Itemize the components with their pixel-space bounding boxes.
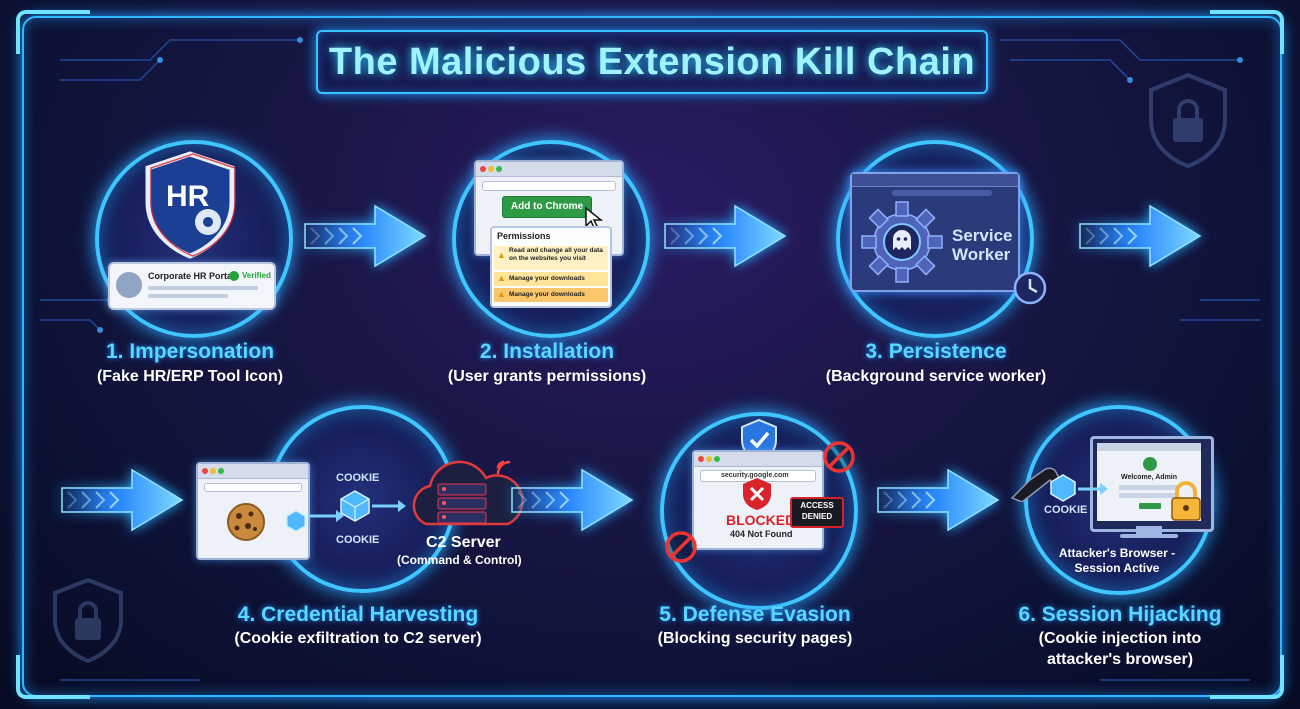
shield-lock-icon [1149, 72, 1227, 169]
address-bar [892, 190, 992, 196]
placeholder-line [148, 286, 258, 290]
permissions-title: Permissions [497, 231, 551, 241]
shield-lock-icon [53, 577, 123, 664]
address-bar [482, 181, 616, 191]
c2-server-sublabel: (Command & Control) [397, 553, 522, 567]
attacker-caption: Attacker's Browser - Session Active [1052, 546, 1182, 576]
permission-item: Read and change all your data on the web… [509, 247, 603, 262]
page-title: The Malicious Extension Kill Chain [328, 40, 976, 83]
attacker-monitor: Welcome, Admin [1090, 436, 1214, 532]
warning-icon: ▲ [497, 289, 506, 299]
outer-frame [22, 16, 1282, 697]
c2-cloud-server-icon [412, 460, 524, 526]
step5-subtitle: (Blocking security pages) [657, 630, 853, 647]
flow-arrow [1079, 204, 1202, 268]
step1-subtitle: (Fake HR/ERP Tool Icon) [96, 368, 284, 385]
portal-name: Corporate HR Portal [148, 271, 235, 281]
cookie-label-bottom: COOKIE [336, 534, 380, 546]
blocked-shield-icon [743, 478, 771, 510]
step3-title: 3. Persistence [865, 340, 1007, 363]
service-worker-label: Service Worker [952, 226, 1013, 264]
placeholder-line [148, 294, 228, 298]
permission-item: Manage your downloads [509, 291, 585, 298]
url-text: security.google.com [721, 472, 789, 479]
c2-server-label: C2 Server [426, 534, 501, 551]
warning-icon: ▲ [497, 273, 506, 283]
flow-arrow [511, 468, 634, 532]
cookie-icon [227, 503, 265, 541]
flow-arrow [877, 468, 1000, 532]
avatar [116, 272, 142, 298]
no-access-icon [665, 531, 697, 563]
corner-bracket [16, 655, 90, 699]
data-cube-icon [340, 490, 370, 522]
permission-item: Manage your downloads [509, 275, 585, 282]
padlock-icon [1171, 481, 1201, 521]
portal-card: Corporate HR Portal Verified [108, 262, 276, 310]
cookie-label: COOKIE [1044, 504, 1088, 516]
corner-bracket [1210, 655, 1284, 699]
step2-title: 2. Installation [479, 340, 615, 363]
flow-arrow [664, 204, 787, 268]
access-denied-badge: ACCESS DENIED [790, 497, 844, 528]
verified-label: Verified [242, 271, 271, 280]
step6-title: 6. Session Hijacking [1018, 603, 1222, 626]
add-to-chrome-button[interactable]: Add to Chrome [502, 196, 592, 218]
service-worker-line1: Service [952, 226, 1013, 245]
avatar [1143, 457, 1157, 471]
corner-bracket [16, 10, 90, 54]
monitor-stand [1136, 526, 1162, 534]
step4-title: 4. Credential Harvesting [237, 603, 479, 626]
permission-row [494, 288, 608, 302]
warning-icon: ▲ [497, 250, 506, 260]
attacker-caption-line1: Attacker's Browser - [1058, 546, 1176, 560]
corner-bracket [1210, 10, 1284, 54]
flow-arrow [61, 468, 184, 532]
data-cube-icon [286, 510, 306, 532]
monitor-base [1120, 534, 1178, 538]
step5-title: 5. Defense Evasion [659, 603, 851, 626]
flow-arrow [304, 204, 427, 268]
exfil-arrows [308, 500, 406, 522]
hr-badge-text: HR [166, 180, 210, 213]
step3-subtitle: (Background service worker) [825, 368, 1047, 385]
welcome-text: Welcome, Admin [1121, 474, 1178, 481]
cookie-label-top: COOKIE [336, 472, 380, 484]
step6-subtitle-line2: attacker's browser) [1046, 651, 1194, 668]
access-denied-line1: ACCESS [800, 501, 834, 510]
service-worker-line2: Worker [952, 245, 1011, 264]
hacker-hand-icon [1010, 467, 1061, 502]
clock-icon [1013, 271, 1047, 305]
not-found-label: 404 Not Found [730, 529, 793, 539]
permissions-panel: Permissions ▲ ▲ ▲ Read and change all yo… [490, 226, 612, 308]
blocked-label: BLOCKED [726, 512, 796, 528]
step6-subtitle: (Cookie injection into attacker's browse… [1000, 628, 1240, 670]
verified-check-icon [229, 271, 239, 281]
step4-subtitle: (Cookie exfiltration to C2 server) [234, 630, 482, 647]
no-access-icon [823, 441, 855, 473]
service-worker-window [850, 172, 1020, 292]
title-banner: The Malicious Extension Kill Chain [316, 30, 988, 94]
permission-row [494, 272, 608, 286]
step6-subtitle-line1: (Cookie injection into [1038, 630, 1202, 647]
gear-ghost-icon [861, 201, 943, 283]
step1-title: 1. Impersonation [105, 340, 275, 363]
step2-subtitle: (User grants permissions) [447, 368, 647, 385]
hr-shield-icon [145, 151, 236, 259]
permission-row [494, 246, 608, 270]
access-denied-line2: DENIED [801, 512, 833, 521]
inject-arrow [1078, 483, 1108, 495]
address-bar [204, 483, 302, 492]
attacker-caption-line2: Session Active [1074, 561, 1160, 575]
data-cube-icon [1050, 474, 1076, 502]
